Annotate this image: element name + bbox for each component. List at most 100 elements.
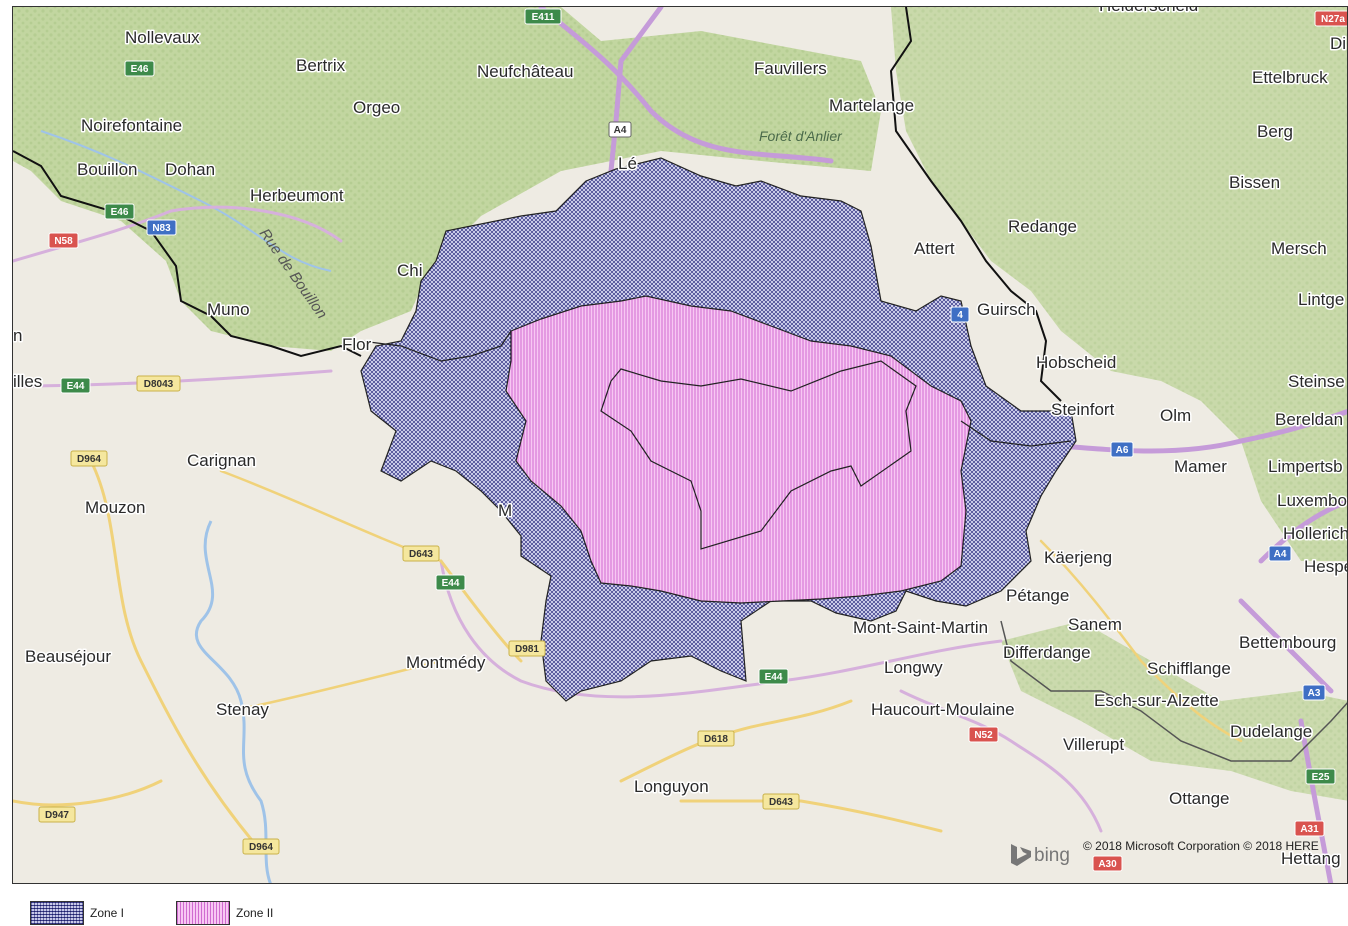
motorway-a31 — [1298, 718, 1334, 883]
road-misc-3 — [1039, 539, 1243, 743]
road-shields: E411E46E46N83N58A4E44E44E44D8043D964D964… — [38, 8, 1347, 872]
road-shield-sm4: 4 — [950, 306, 970, 323]
road-shield-d947: D947 — [38, 806, 76, 823]
place-label-differdange: Differdange — [1003, 643, 1091, 662]
place-label-martelange: Martelange — [829, 96, 914, 115]
place-label-redange: Redange — [1008, 217, 1077, 236]
river-meuse — [194, 520, 272, 883]
road-shield-box — [38, 806, 76, 823]
place-label-guirsch: Guirsch — [977, 300, 1036, 319]
place-label-olm: Olm — [1160, 406, 1191, 425]
river-semois — [40, 130, 332, 272]
place-label-herbeumont: Herbeumont — [250, 186, 344, 205]
road-shield-e46b: E46 — [104, 203, 135, 220]
road-shield-d618: D618 — [697, 730, 735, 747]
place-label-bouillon: Bouillon — [77, 160, 138, 179]
place-label-dudelange: Dudelange — [1230, 722, 1312, 741]
place-label-fauvillers: Fauvillers — [754, 59, 827, 78]
legend-item-zone-1: Zone I — [30, 901, 124, 925]
road-shield-box — [524, 8, 562, 25]
motorway-a6 — [1058, 409, 1347, 454]
place-label-k-erjeng: Käerjeng — [1044, 548, 1112, 567]
place-label-mersch: Mersch — [1271, 239, 1327, 258]
place-label-ottange: Ottange — [1169, 789, 1230, 808]
road-shield-box — [508, 640, 546, 657]
map-canvas[interactable]: E411E46E46N83N58A4E44E44E44D8043D964D964… — [13, 7, 1348, 884]
road-shield-label: E46 — [111, 207, 129, 218]
road-shield-box — [435, 574, 466, 591]
place-label-p-tange: Pétange — [1006, 586, 1069, 605]
road-shield-box — [758, 668, 789, 685]
road-shield-box — [48, 232, 79, 249]
place-label-berg: Berg — [1257, 122, 1293, 141]
road-shield-box — [968, 726, 999, 743]
road-shield-e25: E25 — [1305, 768, 1336, 785]
road-misc-2 — [229, 659, 443, 713]
place-label-leglise-partial: Lé — [618, 154, 637, 173]
road-d643-south — [679, 799, 943, 833]
road-shield-label: A3 — [1308, 688, 1321, 699]
place-label-hespe: Hespe — [1304, 557, 1348, 576]
road-shield-label: N83 — [152, 223, 171, 234]
road-shield-box — [697, 730, 735, 747]
road-shield-label: A4 — [1274, 549, 1287, 560]
road-shield-label: D947 — [45, 810, 69, 821]
road-shield-label: D964 — [249, 842, 273, 853]
place-label-n-partial: n — [13, 326, 22, 345]
zone-2-polygon[interactable] — [505, 295, 972, 604]
national-border-be-lu — [889, 7, 1062, 402]
forest-area-ardennes — [13, 7, 881, 351]
legend-swatch-zone-1 — [30, 901, 84, 925]
zone-inner-boundaries — [360, 330, 1072, 550]
road-shield-label: E25 — [1312, 772, 1330, 783]
place-label-mamer: Mamer — [1174, 457, 1227, 476]
road-shield-box — [762, 793, 800, 810]
road-shield-a4: A4 — [608, 121, 632, 138]
place-label-orgeo: Orgeo — [353, 98, 400, 117]
forest-area-luxembourg — [891, 7, 1347, 561]
motorway-a3 — [1238, 598, 1334, 694]
place-label-hettang: Hettang — [1281, 849, 1341, 868]
road-shield-e44b: E44 — [435, 574, 466, 591]
place-label-lintge: Lintge — [1298, 290, 1344, 309]
road-shield-label: D643 — [769, 797, 793, 808]
place-label-ettelbruck: Ettelbruck — [1252, 68, 1328, 87]
road-shield-label: D8043 — [144, 379, 174, 390]
place-label-hollerich: Hollerich — [1283, 524, 1348, 543]
road-d964 — [89, 459, 263, 853]
national-border-fr-lu — [1000, 620, 1347, 762]
road-shield-label: E411 — [532, 12, 555, 23]
bing-logo: bing — [1011, 844, 1070, 866]
road-shield-box — [608, 121, 632, 138]
road-shield-label: E46 — [131, 64, 149, 75]
place-label-montm-dy: Montmédy — [406, 653, 486, 672]
place-label-mouzon: Mouzon — [85, 498, 145, 517]
road-shield-box — [70, 450, 108, 467]
place-label-dohan: Dohan — [165, 160, 215, 179]
road-shield-d964: D964 — [70, 450, 108, 467]
road-shield-label: A31 — [1300, 824, 1319, 835]
road-shield-n83: N83 — [146, 219, 177, 236]
road-shield-box — [1314, 10, 1347, 27]
road-shield-label: D964 — [77, 454, 101, 465]
place-label-esch-sur-alzette: Esch-sur-Alzette — [1094, 691, 1219, 710]
road-shield-label: E44 — [765, 672, 783, 683]
road-shield-box — [402, 545, 440, 562]
road-shield-d643b: D643 — [762, 793, 800, 810]
road-shield-e44c: E44 — [758, 668, 789, 685]
place-label-limpertsb: Limpertsb — [1268, 457, 1343, 476]
road-shield-a30: A30 — [1092, 855, 1123, 872]
legend-item-zone-2: Zone II — [176, 901, 273, 925]
place-label-luxembo: Luxembo — [1277, 491, 1347, 510]
map-copyright: © 2018 Microsoft Corporation © 2018 HERE — [1083, 839, 1319, 853]
road-e44-south — [439, 559, 1003, 699]
road-shield-box — [60, 377, 91, 394]
boundary-inner-north — [600, 360, 917, 550]
road-shield-box — [1110, 441, 1134, 458]
road-shield-box — [1302, 684, 1326, 701]
road-shield-label: D981 — [515, 644, 539, 655]
road-shield-label: E44 — [67, 381, 85, 392]
road-shield-label: D643 — [409, 549, 433, 560]
place-label-mont-saint-martin: Mont-Saint-Martin — [853, 618, 988, 637]
